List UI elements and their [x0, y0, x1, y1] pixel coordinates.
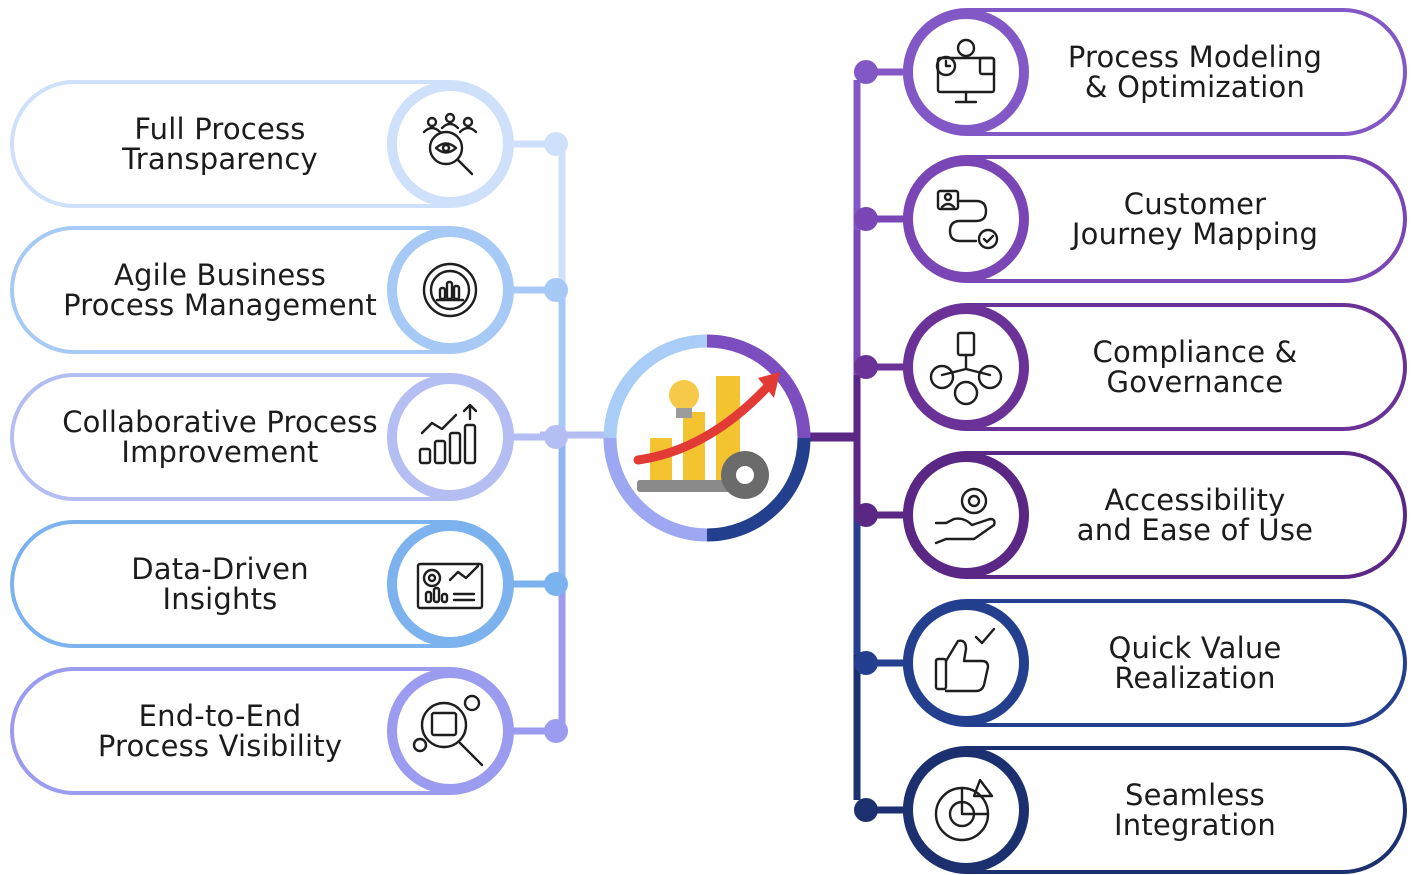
left-item-label-line: Data-Driven	[131, 552, 309, 586]
left-item-4	[10, 520, 568, 648]
right-item-label-3: Compliance &Governance	[1020, 327, 1370, 407]
left-item-label-line: Insights	[162, 582, 278, 616]
right-item-1	[854, 8, 1407, 136]
left-item-label-line: Agile Business	[113, 258, 327, 292]
right-node-3	[854, 355, 878, 379]
left-node-3	[544, 425, 568, 449]
center-hub	[603, 334, 811, 542]
right-icon-ring-1	[903, 9, 1029, 135]
left-item-1	[10, 80, 568, 208]
right-item-4	[854, 451, 1407, 579]
right-icon-ring-4	[903, 452, 1029, 578]
left-icon-ring-4	[387, 521, 513, 647]
monitor-gears-clock-document-icon	[935, 38, 996, 104]
right-item-2	[854, 155, 1407, 283]
left-item-label-line: Process Visibility	[97, 729, 343, 763]
right-item-label-line: Customer	[1123, 187, 1267, 221]
right-item-3	[854, 303, 1407, 431]
right-item-label-line: Journey Mapping	[1071, 217, 1319, 251]
right-icon-ring-5	[903, 600, 1029, 726]
right-item-label-line: Accessibility	[1104, 483, 1286, 517]
circular-bar-chart-icon	[422, 262, 478, 318]
team-eye-gear-search-icon	[422, 112, 478, 176]
right-item-label-line: and Ease of Use	[1076, 513, 1314, 547]
right-item-label-line: Governance	[1106, 365, 1284, 399]
hand-gear-icon	[934, 487, 996, 545]
right-item-label-line: Realization	[1114, 661, 1276, 695]
right-node-5	[854, 651, 878, 675]
gear-chart-integration-icon	[934, 778, 994, 842]
right-item-label-line: Process Modeling	[1067, 40, 1323, 74]
left-item-label-line: Improvement	[121, 435, 319, 469]
right-node-2	[854, 207, 878, 231]
right-item-6	[854, 746, 1407, 874]
right-item-5	[854, 599, 1407, 727]
dashboard-analytics-icon	[416, 562, 484, 610]
right-item-label-line: & Optimization	[1084, 70, 1306, 104]
left-item-3	[10, 373, 568, 501]
right-node-4	[854, 503, 878, 527]
left-item-label-line: Transparency	[122, 142, 318, 176]
magnifier-report-gears-icon	[412, 694, 484, 767]
right-node-6	[854, 798, 878, 822]
right-item-label-line: Quick Value	[1108, 631, 1282, 665]
left-item-label-line: Full Process	[134, 112, 306, 146]
thumbs-up-check-icon	[934, 627, 996, 693]
left-item-label-line: Process Management	[63, 288, 377, 322]
user-path-check-icon	[936, 189, 999, 250]
left-node-5	[544, 719, 568, 743]
left-node-1	[544, 132, 568, 156]
rising-bars-people-arrow-icon	[418, 403, 478, 465]
left-node-4	[544, 572, 568, 596]
left-icon-ring-5	[387, 668, 513, 794]
left-icon-ring-2	[387, 227, 513, 353]
left-node-2	[544, 278, 568, 302]
left-item-label-line: End-to-End	[138, 699, 302, 733]
right-node-1	[854, 60, 878, 84]
left-item-5	[10, 667, 568, 795]
right-item-label-line: Seamless	[1125, 778, 1265, 812]
left-item-label-line: Collaborative Process	[62, 405, 378, 439]
left-item-2	[10, 226, 568, 354]
hierarchy-people-building-icon	[929, 331, 1003, 406]
right-item-label-line: Integration	[1114, 808, 1276, 842]
right-item-label-1: Process Modeling& Optimization	[1020, 32, 1370, 112]
growth-lightbulb-chart-gear-icon	[633, 372, 780, 499]
right-icon-ring-2	[903, 156, 1029, 282]
right-item-label-line: Compliance &	[1092, 335, 1298, 369]
right-icon-ring-6	[903, 747, 1029, 873]
